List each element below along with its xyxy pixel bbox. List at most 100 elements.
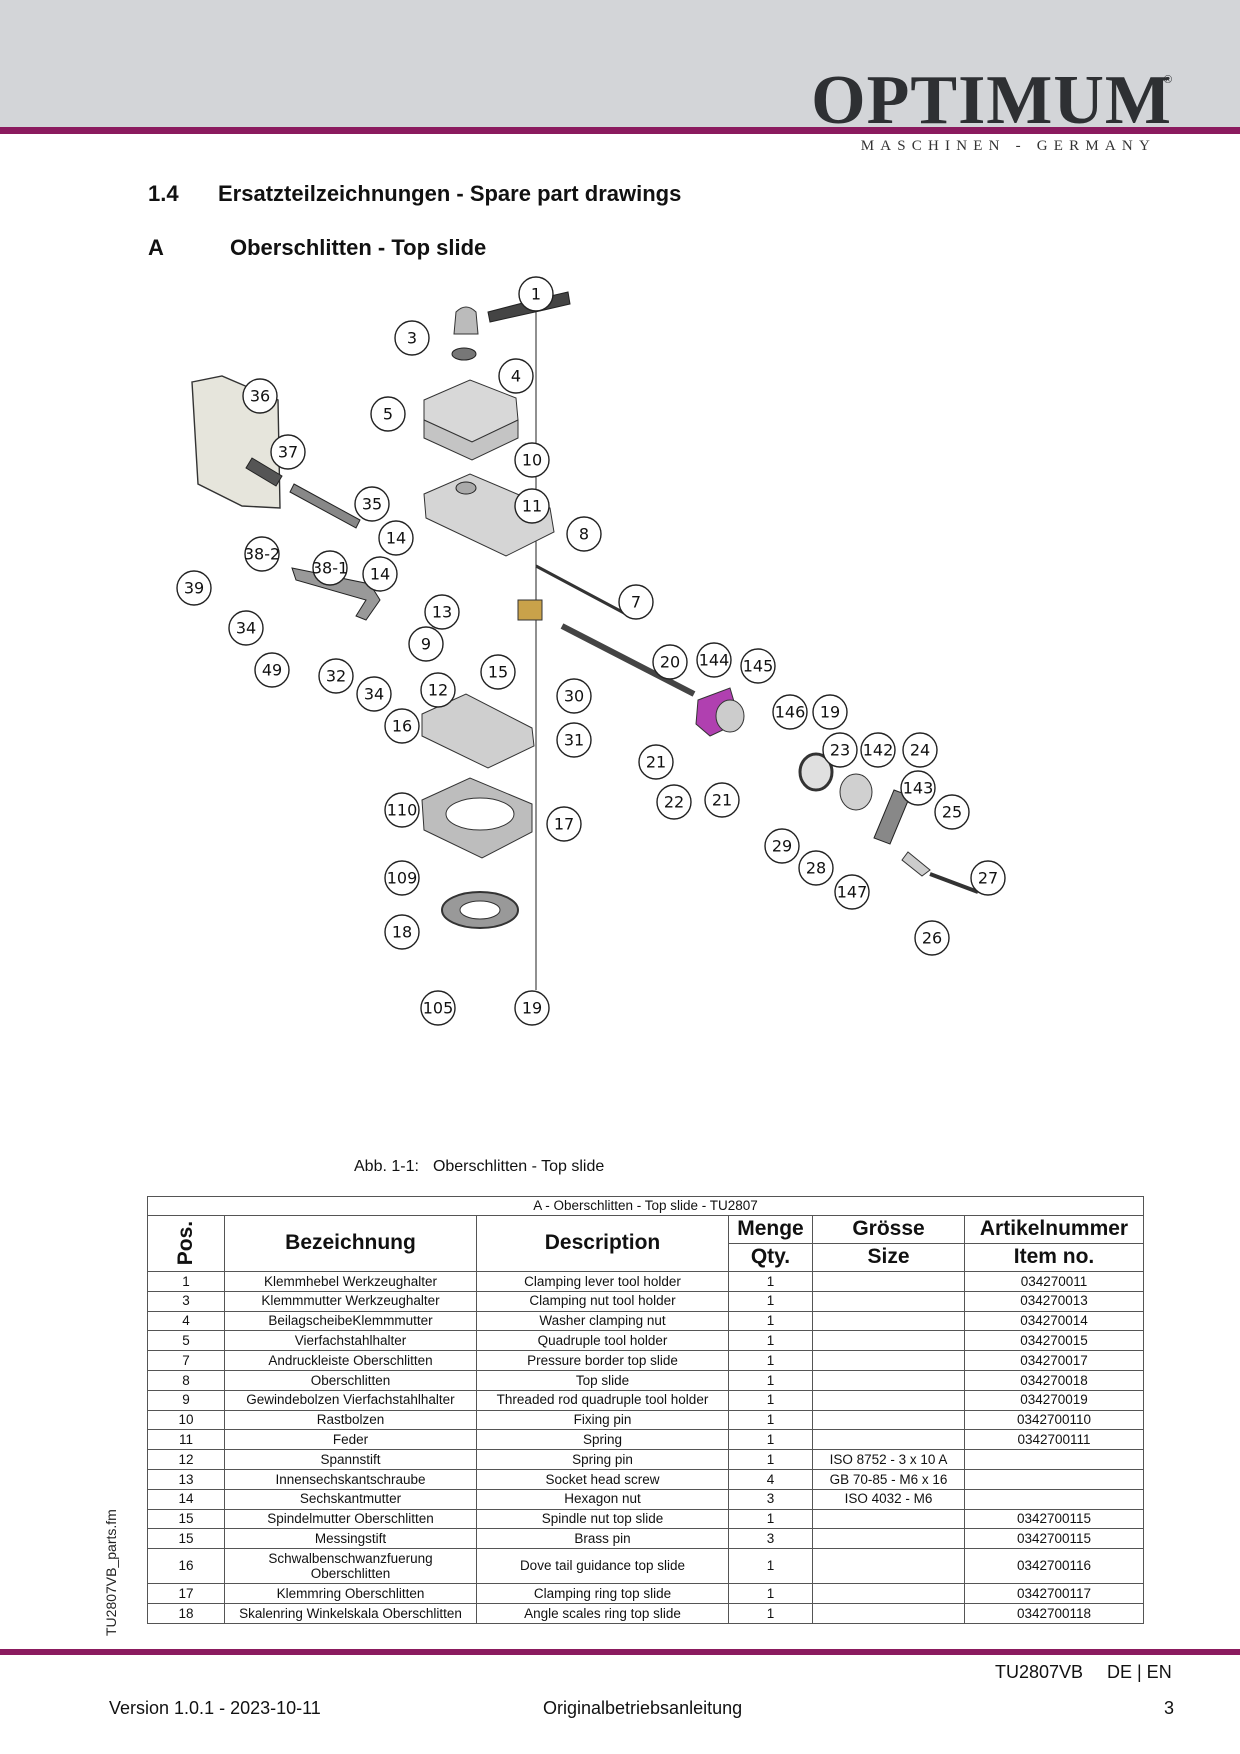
callout-label: 15 (488, 663, 508, 682)
cell-size: ISO 8752 - 3 x 10 A (812, 1449, 965, 1470)
clamp-nut-shape (453, 306, 479, 335)
handwheel-hub-shape (839, 773, 873, 811)
callout-38-1: 38-1 (312, 550, 348, 586)
cell-item-no (963, 1488, 1145, 1510)
cell-bezeichnung: Schwalbenschwanzfuerung Oberschlitten (224, 1548, 477, 1585)
cell-pos: 16 (147, 1548, 225, 1585)
cell-size (812, 1271, 965, 1292)
callout-143: 143 (900, 770, 936, 806)
callout-label: 147 (837, 883, 868, 902)
cell-size (812, 1528, 965, 1550)
cell-item-no: 0342700111 (963, 1429, 1145, 1451)
parts-table: A - Oberschlitten - Top slide - TU2807 P… (146, 1196, 1145, 1624)
cell-bezeichnung: Oberschlitten (224, 1369, 477, 1391)
callout-109: 109 (384, 860, 420, 896)
callout-label: 34 (236, 619, 256, 638)
cell-item-no: 034270015 (963, 1330, 1145, 1352)
cell-bezeichnung: Skalenring Winkelskala Oberschlitten (224, 1602, 477, 1624)
cell-qty: 1 (728, 1369, 813, 1391)
cell-pos: 12 (147, 1449, 225, 1470)
callout-label: 27 (978, 869, 998, 888)
callout-32: 32 (318, 658, 354, 694)
cell-size (812, 1389, 965, 1411)
callout-22: 22 (656, 784, 692, 820)
cell-description: Spindle nut top slide (476, 1508, 729, 1530)
spindle-nut-shape (517, 599, 543, 621)
callout-label: 5 (383, 405, 393, 424)
callout-3: 3 (394, 320, 430, 356)
callout-29: 29 (764, 828, 800, 864)
section-title: Ersatzteilzeichnungen - Spare part drawi… (218, 181, 682, 206)
callout-18: 18 (384, 914, 420, 950)
cell-pos: 11 (147, 1429, 225, 1451)
callout-label: 21 (646, 753, 666, 772)
header-pos: Pos. (147, 1215, 225, 1272)
cell-size (812, 1508, 965, 1530)
figure-caption: Abb. 1-1:Oberschlitten - Top slide (354, 1158, 604, 1176)
callout-label: 21 (712, 791, 732, 810)
callout-label: 19 (820, 703, 840, 722)
callout-21: 21 (704, 782, 740, 818)
callout-36: 36 (242, 378, 278, 414)
section-number: 1.4 (148, 181, 179, 206)
callout-label: 110 (387, 801, 418, 820)
cell-description: Brass pin (476, 1528, 729, 1550)
cell-qty: 3 (728, 1488, 813, 1510)
header-groesse: Grösse (812, 1215, 965, 1244)
registered-mark: ® (1163, 74, 1172, 86)
figure-title: Oberschlitten - Top slide (432, 1158, 605, 1175)
cell-qty: 1 (728, 1602, 813, 1624)
cell-bezeichnung: Gewindebolzen Vierfachstahlhalter (224, 1389, 477, 1411)
callout-label: 16 (392, 717, 412, 736)
cell-description: Threaded rod quadruple tool holder (476, 1389, 729, 1411)
cell-pos: 13 (147, 1468, 225, 1490)
cell-item-no: 034270013 (963, 1290, 1145, 1312)
callout-label: 25 (942, 803, 962, 822)
callout-31: 31 (556, 722, 592, 758)
callout-21: 21 (638, 744, 674, 780)
callout-142: 142 (860, 732, 896, 768)
cell-size (812, 1583, 965, 1604)
cell-description: Hexagon nut (476, 1488, 729, 1510)
top-slide-shape (423, 473, 555, 557)
callout-label: 11 (522, 497, 542, 516)
callout-label: 22 (664, 793, 684, 812)
callout-label: 12 (428, 681, 448, 700)
callout-label: 26 (922, 929, 942, 948)
callout-23: 23 (822, 732, 858, 768)
callout-38-2: 38-2 (244, 536, 280, 572)
callout-label: 9 (421, 635, 431, 654)
callout-1: 1 (518, 276, 554, 312)
callout-11: 11 (514, 488, 550, 524)
cell-item-no (963, 1468, 1145, 1490)
cell-qty: 1 (728, 1271, 813, 1292)
callout-8: 8 (566, 516, 602, 552)
callout-label: 146 (775, 703, 806, 722)
cell-bezeichnung: Rastbolzen (224, 1409, 477, 1431)
cell-bezeichnung: Klemmring Oberschlitten (224, 1583, 477, 1604)
cell-item-no: 034270018 (963, 1369, 1145, 1391)
cell-bezeichnung: Spindelmutter Oberschlitten (224, 1508, 477, 1530)
cell-item-no: 034270014 (963, 1310, 1145, 1332)
callout-35: 35 (354, 486, 390, 522)
cell-bezeichnung: Messingstift (224, 1528, 477, 1550)
cell-pos: 15 (147, 1528, 225, 1550)
cell-bezeichnung: Vierfachstahlhalter (224, 1330, 477, 1352)
callout-49: 49 (254, 652, 290, 688)
cell-item-no: 034270017 (963, 1350, 1145, 1371)
callout-label: 8 (579, 525, 589, 544)
cell-qty: 1 (728, 1310, 813, 1332)
cell-size (812, 1330, 965, 1352)
crank-handle-shape (901, 851, 931, 877)
cell-qty: 1 (728, 1330, 813, 1352)
cell-qty: 1 (728, 1409, 813, 1431)
subsection-letter: A (148, 235, 164, 260)
cell-description: Pressure border top slide (476, 1350, 729, 1371)
cell-description: Spring pin (476, 1449, 729, 1470)
callout-13: 13 (424, 594, 460, 630)
